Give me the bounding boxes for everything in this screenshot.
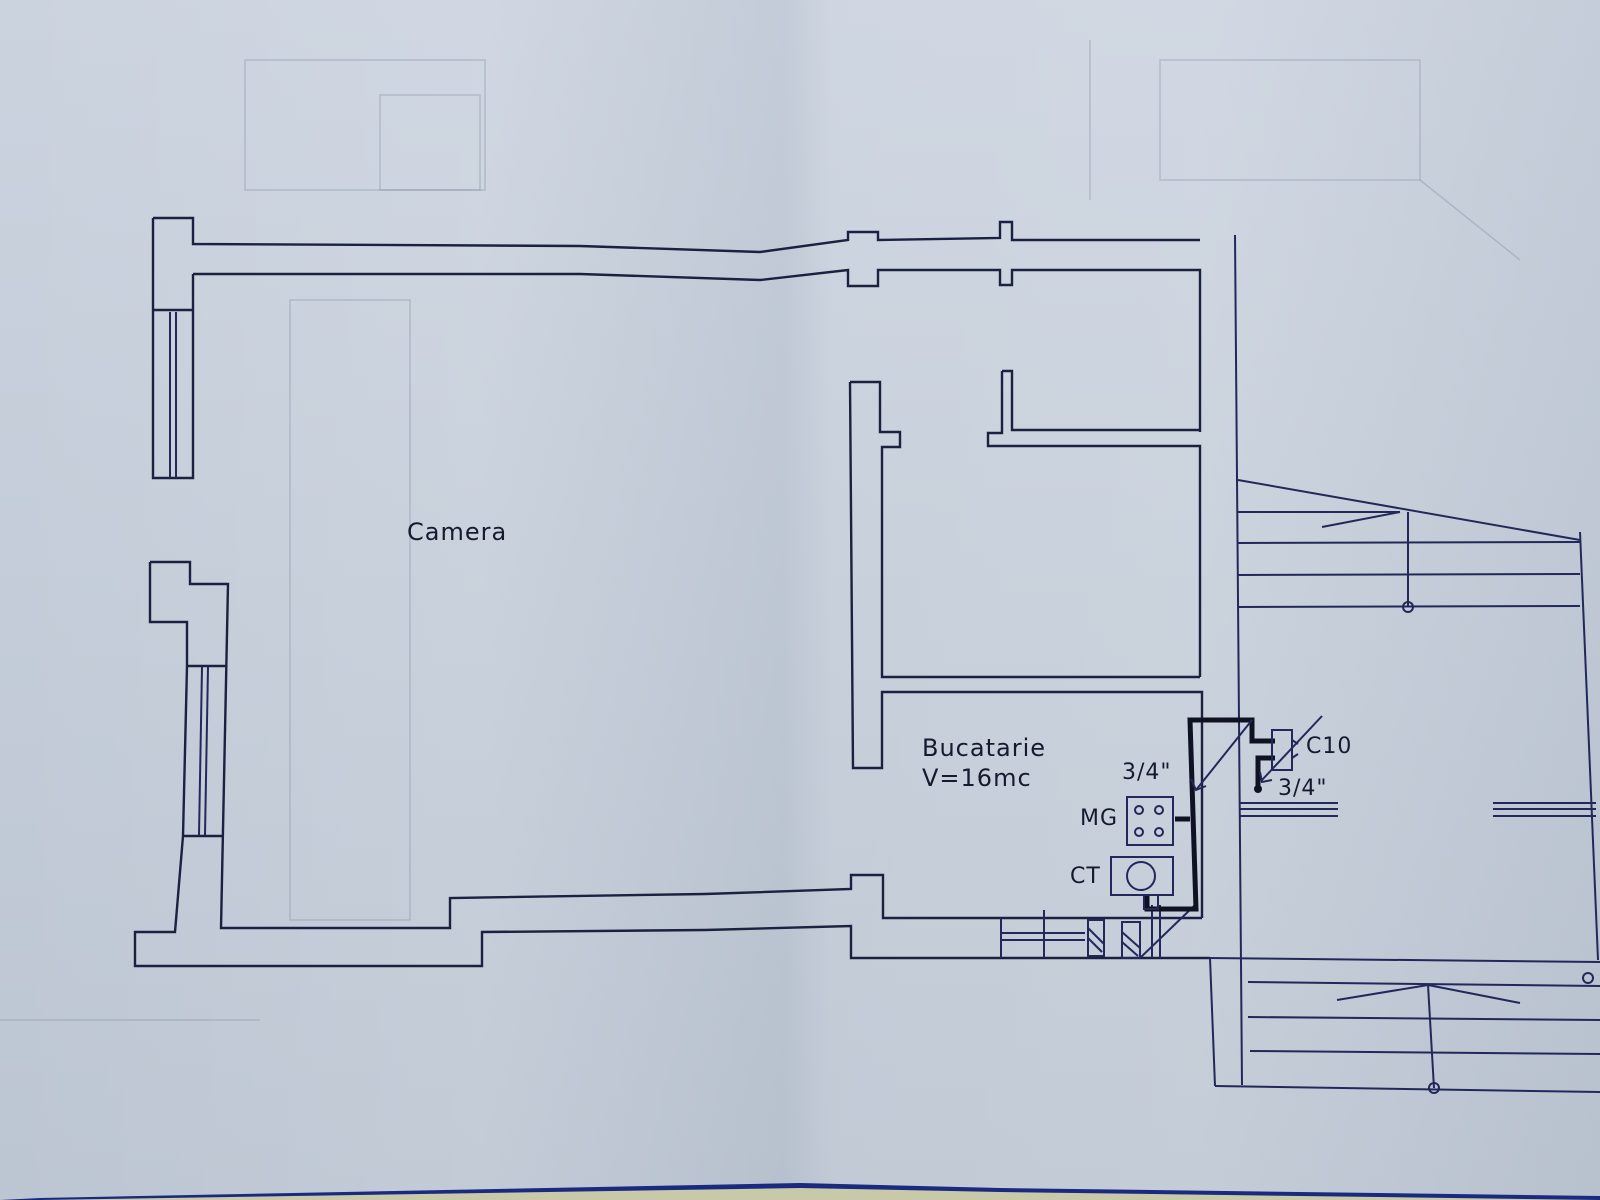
room-label-bucatarie: Bucatarie xyxy=(922,734,1046,762)
room-label-camera: Camera xyxy=(407,518,508,546)
pipe-size-label-inner: 3/4" xyxy=(1122,760,1172,785)
exterior-facade xyxy=(1207,234,1600,1093)
exterior-sills xyxy=(1240,802,1596,817)
partition-wall xyxy=(848,369,1204,918)
fixture-label-mg: MG xyxy=(1080,806,1119,831)
left-wall-upper xyxy=(151,218,195,480)
fixture-label-c10: C10 xyxy=(1306,734,1353,759)
bleed-through-lines xyxy=(0,40,1521,1021)
stove-mg-symbol xyxy=(1126,796,1174,846)
room-volume-bucatarie: V=16mc xyxy=(922,764,1032,792)
stairs-lower xyxy=(1247,972,1600,1094)
fixture-label-ct: CT xyxy=(1070,864,1101,889)
meter-c10-symbol xyxy=(1271,729,1299,771)
boiler-ct-symbol xyxy=(1110,856,1174,910)
page-under-edge xyxy=(40,1188,1600,1200)
pipe-size-label-outer: 3/4" xyxy=(1278,776,1328,801)
top-wall xyxy=(153,216,1202,432)
stairs-upper xyxy=(1237,479,1599,961)
kitchen-bottom-wall xyxy=(998,904,1210,960)
left-wall-lower xyxy=(133,560,998,968)
